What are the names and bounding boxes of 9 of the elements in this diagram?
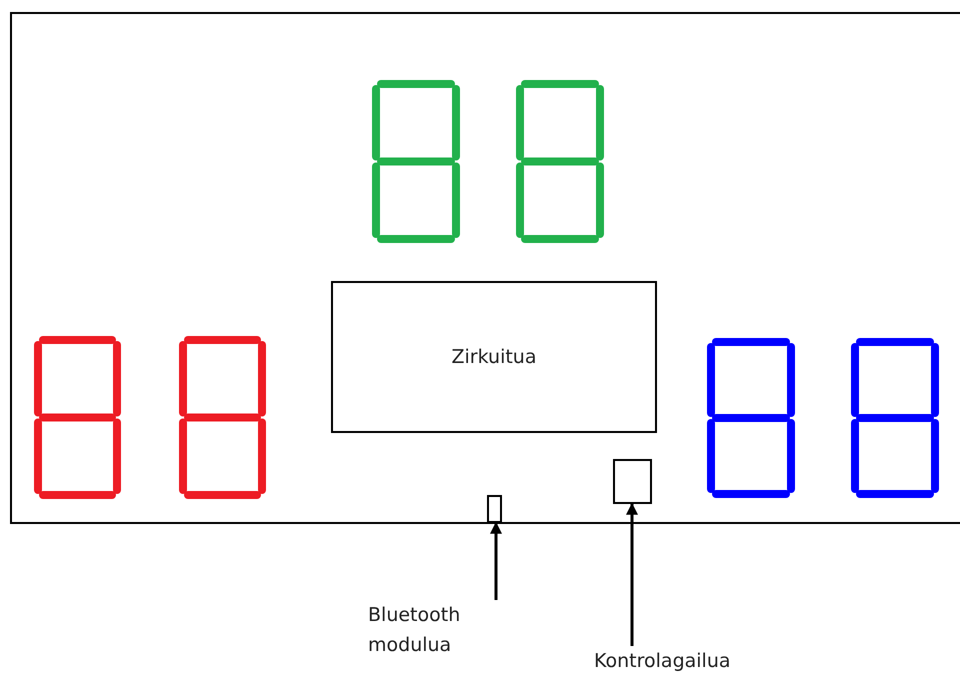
circuit-label: Zirkuitua bbox=[452, 345, 536, 370]
arrow bbox=[626, 502, 638, 646]
controller-box bbox=[613, 459, 652, 504]
module-box bbox=[487, 495, 502, 523]
module-label: Bluetooth modulua bbox=[368, 600, 500, 660]
scoreboard-panel bbox=[10, 12, 960, 524]
arrow bbox=[490, 522, 502, 600]
controller-label: Kontrolagailua bbox=[594, 646, 774, 675]
circuit-box bbox=[331, 281, 657, 433]
